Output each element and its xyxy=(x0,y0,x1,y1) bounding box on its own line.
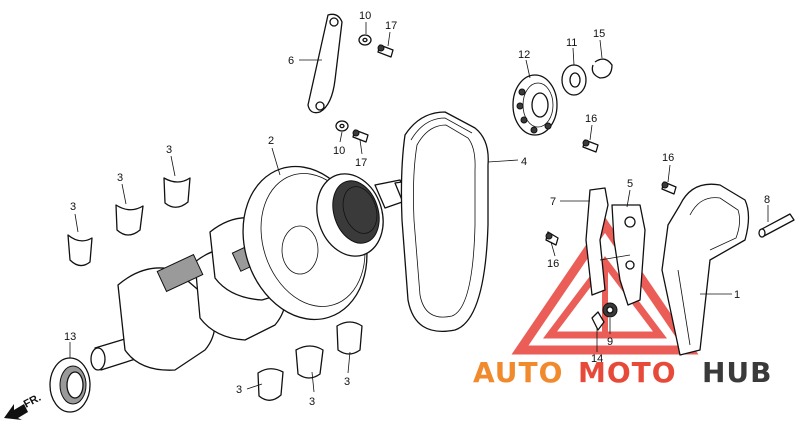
callout-9: 9 xyxy=(607,336,613,348)
bolt-16-upper xyxy=(582,139,599,153)
bearing-shells-lower xyxy=(257,321,363,401)
ball-bearing xyxy=(512,74,558,136)
oil-seal xyxy=(49,357,91,413)
callout-16: 16 xyxy=(585,113,597,125)
watermark-auto: AUTO xyxy=(473,356,563,389)
callout-17: 17 xyxy=(355,157,367,169)
callout-17: 17 xyxy=(385,20,397,32)
callout-3: 3 xyxy=(236,384,242,396)
callout-10: 10 xyxy=(359,10,371,22)
callout-3: 3 xyxy=(117,172,123,184)
bearing-shells-upper xyxy=(67,177,191,267)
bolt-lower xyxy=(352,129,369,143)
bolt-16-left xyxy=(545,231,559,246)
circlip xyxy=(591,58,613,79)
callout-3: 3 xyxy=(309,396,315,408)
callout-1: 1 xyxy=(734,289,740,301)
washer-lower xyxy=(335,120,349,132)
thrust-washer xyxy=(561,64,587,96)
spring-clip xyxy=(591,311,605,331)
callout-8: 8 xyxy=(764,194,770,206)
tensioner-assembly xyxy=(585,187,646,306)
callout-5: 5 xyxy=(627,178,633,190)
dowel-pin xyxy=(758,213,795,238)
callout-3: 3 xyxy=(70,201,76,213)
watermark-moto: MOTO xyxy=(578,356,677,389)
watermark-logo: AUTO MOTO HUB xyxy=(473,356,773,389)
leader-lines xyxy=(69,22,769,393)
callout-2: 2 xyxy=(268,135,274,147)
callout-11: 11 xyxy=(566,37,577,49)
cam-chain xyxy=(400,111,489,332)
callout-numbers: 1 2 3 3 3 3 3 3 4 5 6 7 8 9 10 10 11 12 … xyxy=(64,10,770,408)
callout-14: 14 xyxy=(591,353,603,365)
callout-12: 12 xyxy=(518,49,530,61)
callout-7: 7 xyxy=(550,196,556,208)
watermark-hub: HUB xyxy=(702,356,773,389)
callout-16: 16 xyxy=(662,152,674,164)
case-cover xyxy=(661,183,750,356)
callout-10: 10 xyxy=(333,145,345,157)
bolt-16-right xyxy=(661,181,677,195)
bolt-upper xyxy=(377,44,394,58)
washer-upper xyxy=(358,34,372,46)
o-ring xyxy=(602,302,618,318)
front-direction-arrow: FR. xyxy=(4,392,43,420)
chain-guide-arm xyxy=(307,13,343,114)
callout-13: 13 xyxy=(64,331,76,343)
callout-3: 3 xyxy=(166,144,172,156)
callout-3: 3 xyxy=(344,376,350,388)
callout-4: 4 xyxy=(521,156,527,168)
callout-15: 15 xyxy=(593,28,605,40)
callout-16: 16 xyxy=(547,258,559,270)
front-direction-label: FR. xyxy=(22,392,43,411)
callout-6: 6 xyxy=(288,55,294,67)
crankshaft xyxy=(90,165,419,371)
